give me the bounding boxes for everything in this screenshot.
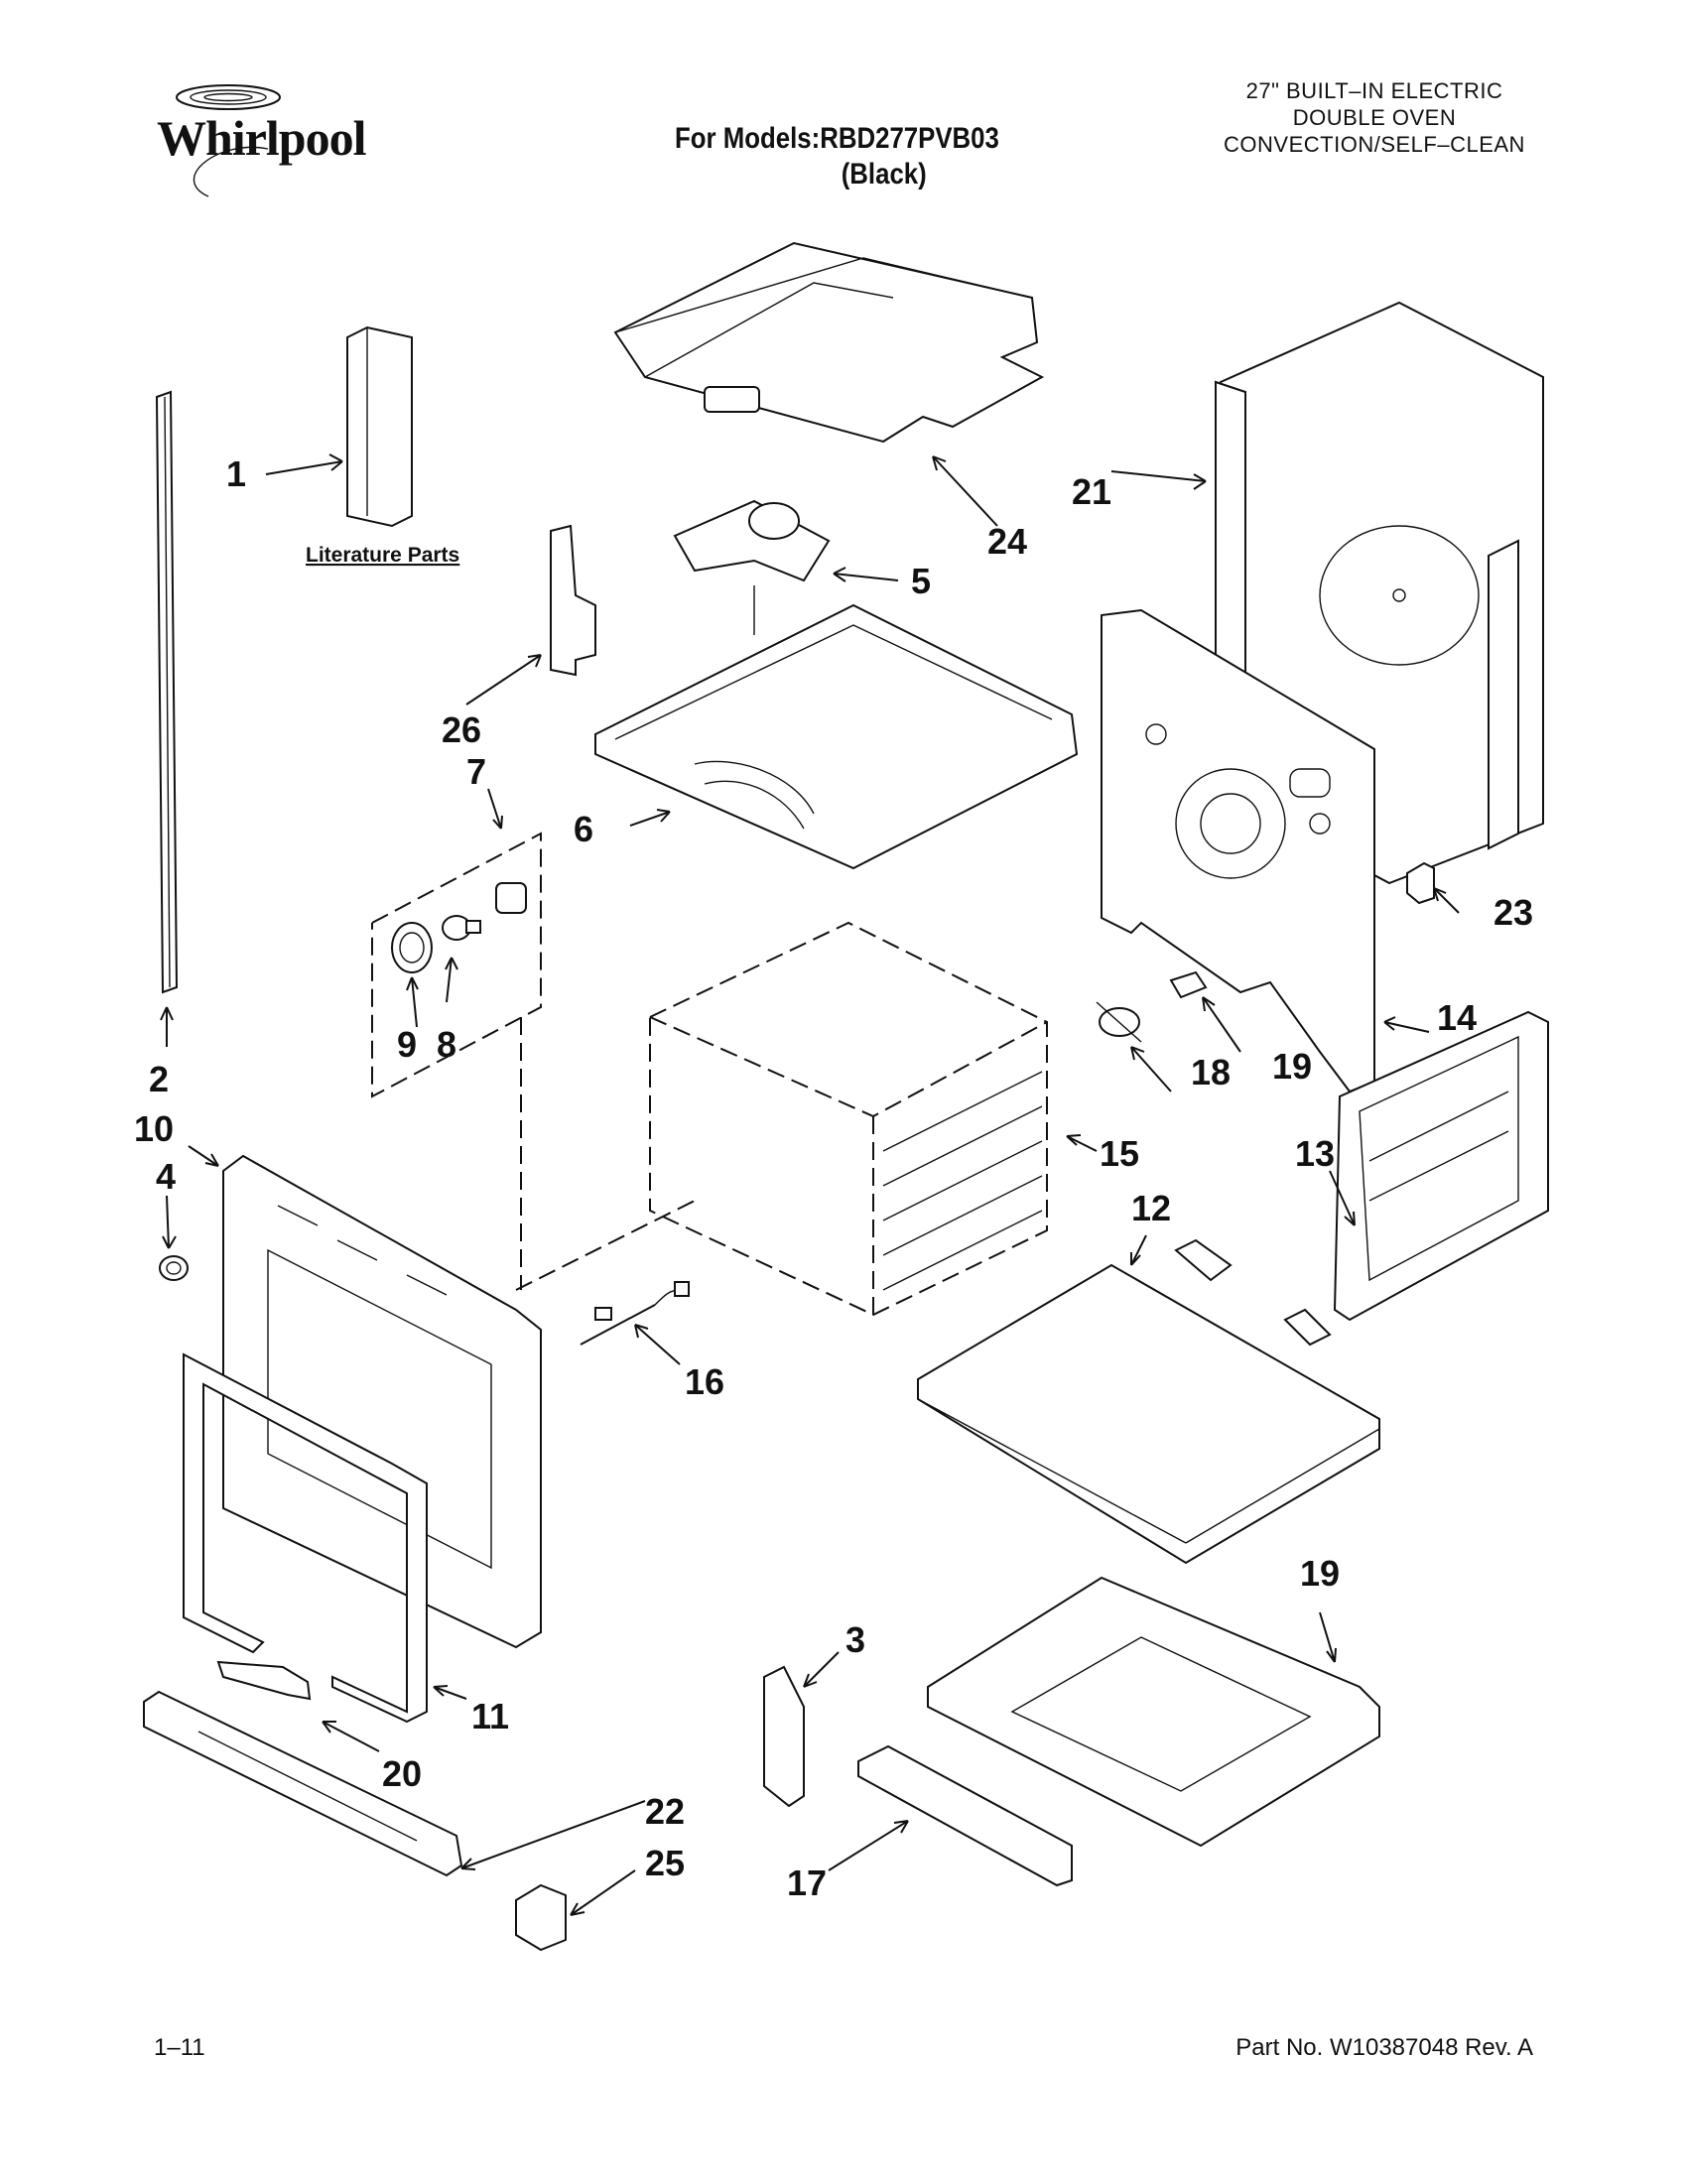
callout-2: 2 [149,1059,169,1099]
part-22-trim [143,1690,463,1877]
callout-16: 16 [685,1361,724,1402]
model-variant: (Black) [841,158,927,191]
callout-26: 26 [442,709,481,750]
product-line-2: DOUBLE OVEN [1292,105,1457,130]
callout-12: 12 [1131,1188,1171,1228]
part-6-top-frame [594,603,1079,870]
callout-11: 11 [471,1696,509,1736]
part-7-knob-group [371,832,542,1098]
callout-8: 8 [437,1024,456,1065]
callout-10: 10 [134,1108,174,1149]
page-number: 1–11 [154,2034,205,2061]
callout-24: 24 [987,521,1027,562]
part-19-upper-sensor [1169,970,1208,999]
part-1-literature [346,325,413,528]
model-heading: For Models:RBD277PVB03 (Black) [675,121,999,193]
part-number: Part No. W10387048 Rev. A [1235,2034,1533,2061]
callout-9: 9 [397,1024,417,1065]
part-26-bracket [550,524,596,677]
whirlpool-logo: Whirlpool [149,79,397,208]
literature-parts-label: Literature Parts [306,544,459,567]
part-14-rear-wall [1101,608,1375,1093]
callout-17: 17 [787,1863,827,1903]
callout-5: 5 [911,561,931,601]
part-25-bracket [515,1883,567,1952]
part-15-oven-cavity [649,921,1048,1317]
part-17-front-channel [857,1744,1073,1887]
part-18-thermal-cutoff [1096,1001,1142,1043]
callout-3: 3 [845,1619,865,1660]
callout-14: 14 [1437,997,1477,1038]
product-line-3: CONVECTION/SELF–CLEAN [1224,132,1525,157]
callout-13: 13 [1295,1133,1335,1174]
callout-19-lower: 19 [1300,1553,1340,1594]
callout-22: 22 [645,1791,685,1832]
part-11-gasket [183,1352,428,1724]
part-23-clip [1406,861,1435,905]
callout-21: 21 [1072,471,1111,512]
part-12-insulation-panel [917,1238,1380,1565]
leader-arrows [160,453,1460,1916]
model-line: For Models:RBD277PVB03 [675,122,999,155]
part-20-strip [216,1660,312,1701]
part-4-bumper [159,1255,189,1281]
part-24-top-panel [613,241,1045,444]
leader-line-cavity [515,1200,696,1291]
product-line-1: 27" BUILT–IN ELECTRIC [1245,78,1503,103]
callout-19-upper: 19 [1272,1046,1312,1087]
product-description: 27" BUILT–IN ELECTRIC DOUBLE OVEN CONVEC… [1216,77,1533,158]
callout-23: 23 [1493,892,1533,933]
part-19-bottom-tray [927,1576,1380,1848]
logo-swoosh-icon [176,84,281,197]
part-16-probe [580,1281,690,1346]
callout-7: 7 [466,751,486,792]
callout-25: 25 [645,1843,685,1883]
brand-name: Whirlpool [157,110,366,166]
callout-4: 4 [156,1156,176,1197]
part-5-motor-assembly [673,499,831,635]
part-10-front-frame [222,1154,542,1649]
callout-1: 1 [226,453,246,494]
callout-15: 15 [1100,1133,1139,1174]
callout-20: 20 [382,1753,422,1794]
part-3-bracket [763,1665,805,1808]
part-13-side-panel [1333,1010,1549,1322]
callout-labels: 1 2 3 4 5 6 7 8 9 10 11 12 13 14 15 16 1… [134,453,1533,1903]
callout-18: 18 [1191,1052,1231,1092]
callout-6: 6 [574,809,593,849]
part-2-side-trim [155,390,179,994]
